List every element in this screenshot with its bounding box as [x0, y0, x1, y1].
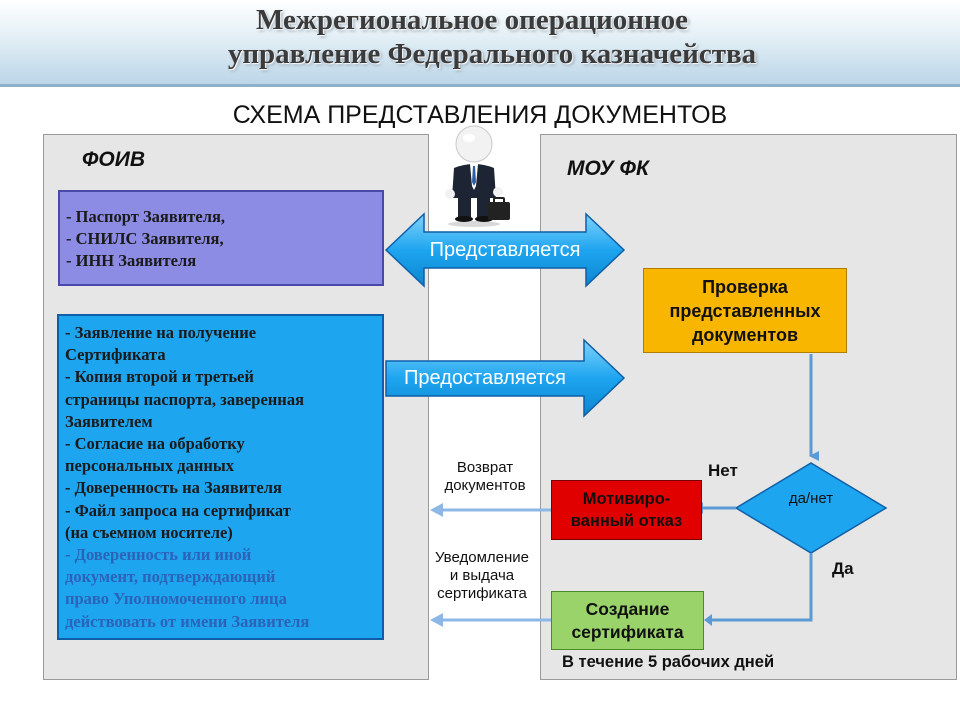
- notification-label-line: и выдача: [449, 567, 515, 584]
- application-doc-line-optional: действовать от имени Заявителя: [65, 611, 310, 631]
- arrowhead-notification: [430, 613, 443, 627]
- application-doc-line: страницы паспорта, заверенная: [65, 389, 304, 409]
- foiv-title: ФОИВ: [82, 148, 145, 171]
- businessman-with-briefcase-icon: [445, 125, 510, 227]
- no-label: Нет: [708, 461, 738, 480]
- refusal-line: ванный отказ: [570, 512, 683, 530]
- application-doc-line: - Доверенность на Заявителя: [65, 478, 282, 498]
- header-title-line2: управление Федерального казначейства: [227, 38, 757, 70]
- application-doc-line: - Копия второй и третьей: [65, 367, 254, 387]
- notification-label-line: сертификата: [437, 585, 527, 602]
- diagram-title: СХЕМА ПРЕДСТАВЛЕНИЯ ДОКУМЕНТОВ: [232, 101, 728, 129]
- refusal-line: Мотивиро-: [582, 490, 671, 508]
- arrow-label-presented: Представляется: [429, 239, 581, 261]
- application-doc-line: Заявителем: [65, 411, 153, 431]
- decision-label: да/нет: [788, 490, 834, 507]
- application-doc-line: - Заявление на получение: [65, 323, 257, 342]
- deadline-label: В течение 5 рабочих дней: [562, 653, 775, 671]
- return-label-line: Возврат: [456, 459, 514, 476]
- arrow-label-provided: Предоставляется: [404, 367, 566, 389]
- check-line: представленных: [669, 300, 821, 321]
- check-line: Проверка: [702, 276, 788, 297]
- notification-label: Уведомление и выдача сертификата: [423, 549, 541, 603]
- header-title-line1: Межрегиональное операционное: [255, 4, 689, 36]
- identity-doc-item: - Паспорт Заявителя,: [66, 207, 226, 226]
- documents-check-box: Проверка представленных документов: [643, 268, 847, 353]
- application-doc-line-optional: право Уполномоченного лица: [65, 589, 287, 609]
- mou-fk-panel: [540, 134, 957, 680]
- connector-decision-to-create: [712, 553, 813, 622]
- return-documents-label: Возврат документов: [430, 459, 540, 495]
- arrowhead-to-create: [704, 614, 712, 626]
- check-line: документов: [691, 324, 799, 345]
- application-doc-line: (на съемном носителе): [65, 522, 233, 542]
- application-doc-line: персональных данных: [65, 456, 234, 476]
- mou-fk-title: МОУ ФК: [567, 157, 649, 180]
- arrowhead-return-documents: [430, 503, 443, 517]
- create-line: Создание: [585, 598, 670, 619]
- yes-label: Да: [832, 559, 854, 578]
- identity-doc-item: - ИНН Заявителя: [66, 251, 197, 271]
- application-doc-line-optional: документ, подтверждающий: [65, 567, 276, 587]
- right-arrow-provided: [385, 338, 626, 418]
- motivated-refusal-box: Мотивиро- ванный отказ: [551, 480, 702, 540]
- identity-doc-item: - СНИЛС Заявителя,: [66, 229, 224, 249]
- application-doc-line: - Файл запроса на сертификат: [65, 500, 291, 520]
- return-label-line: документов: [444, 477, 526, 494]
- notification-label-line: Уведомление: [434, 549, 529, 566]
- application-doc-line-optional: - Доверенность или иной: [65, 545, 252, 565]
- double-arrow-presented: [384, 212, 626, 288]
- decision-diamond: [734, 462, 888, 554]
- create-certificate-box: Создание сертификата: [551, 591, 704, 650]
- create-line: сертификата: [571, 621, 684, 642]
- slide-header: Межрегиональное операционное управление …: [0, 0, 960, 87]
- application-doc-line: - Согласие на обработку: [65, 434, 245, 454]
- application-documents-box: - Заявление на получение Сертификата - К…: [57, 314, 384, 640]
- identity-documents-box: - Паспорт Заявителя, - СНИЛС Заявителя, …: [58, 190, 384, 286]
- application-doc-line: Сертификата: [65, 345, 166, 365]
